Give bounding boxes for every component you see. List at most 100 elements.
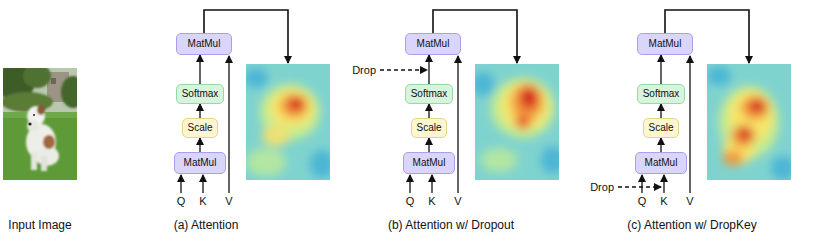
input-photo (3, 92, 53, 112)
box-label: Scale (416, 123, 441, 133)
caption: Input Image (8, 219, 71, 232)
scale-box: Scale (643, 118, 679, 138)
input-photo (61, 76, 77, 108)
input-label: Drop (352, 64, 376, 76)
input-arrow (181, 56, 690, 193)
box-label: MatMul (645, 158, 678, 168)
attention-heatmap (246, 68, 330, 178)
input-label: Q (638, 195, 647, 207)
input-arrow (641, 175, 642, 193)
attention-heatmap (246, 64, 330, 180)
matmul-box: MatMul (174, 152, 226, 174)
attention-heatmap (515, 115, 531, 129)
scale-box: Scale (411, 118, 447, 138)
matmul-box: MatMul (405, 33, 461, 55)
input-photo (51, 78, 56, 84)
input-arrow (431, 175, 432, 193)
box-label: Softmax (643, 89, 680, 99)
input-arrow (663, 175, 664, 193)
drop-arrow (380, 70, 661, 187)
caption: (a) Attention (174, 219, 239, 232)
input-label: K (199, 195, 206, 207)
attention-heatmap (520, 87, 538, 109)
matmul-box: MatMul (176, 33, 232, 55)
input-photo (33, 114, 35, 116)
input-photo (28, 122, 31, 125)
attention-heatmap (310, 150, 330, 178)
attention-heatmap (246, 68, 268, 88)
attention-heatmap (731, 125, 755, 147)
caption: (b) Attention w/ Dropout (388, 219, 514, 232)
attention-heatmap (280, 94, 308, 118)
attention-heatmap (246, 148, 286, 176)
input-photo (31, 152, 37, 170)
softmax-box: Softmax (176, 84, 224, 104)
box-label: Softmax (411, 89, 448, 99)
input-arrow (689, 56, 690, 193)
attention-heatmap (707, 66, 791, 180)
flow-arrow (199, 104, 200, 118)
input-photo (41, 156, 47, 171)
box-label: Softmax (182, 89, 219, 99)
box-label: MatMul (649, 39, 682, 49)
attention-heatmap (707, 64, 791, 180)
box-label: MatMul (188, 39, 221, 49)
matmul-box: MatMul (635, 152, 687, 174)
attention-heatmap (541, 146, 559, 174)
softmax-box: Softmax (637, 84, 685, 104)
input-label: V (454, 195, 461, 207)
box-label: Scale (648, 123, 673, 133)
input-label: V (225, 195, 232, 207)
input-arrow (228, 56, 229, 193)
input-label: Q (177, 195, 186, 207)
drop-arrow (380, 69, 427, 70)
attention-heatmap (481, 148, 517, 172)
input-arrow (202, 175, 203, 193)
attention-heatmap (475, 72, 495, 96)
attention-heatmap (771, 156, 791, 180)
attention-heatmap (288, 97, 304, 111)
flow-arrow (428, 104, 429, 118)
input-label: Q (406, 195, 415, 207)
box-label: Scale (187, 123, 212, 133)
input-photo (43, 135, 55, 149)
input-photo (27, 120, 39, 132)
input-label: K (428, 195, 435, 207)
flow-arrow (660, 55, 661, 84)
attention-heatmap (262, 126, 290, 146)
input-label: Drop (590, 181, 614, 193)
attention-heatmap (475, 72, 559, 174)
input-photo (23, 68, 51, 88)
box-label: MatMul (413, 158, 446, 168)
flow-arrow (428, 55, 429, 84)
attention-heatmap (723, 150, 743, 166)
box-label: MatMul (184, 158, 217, 168)
input-photo (37, 105, 45, 115)
output-arrow (204, 10, 749, 63)
flow-arrow (660, 138, 661, 152)
attention-heatmap (270, 89, 314, 127)
attention-heatmap (475, 64, 559, 180)
caption: (c) Attention w/ DropKey (627, 219, 756, 232)
attention-heatmap (707, 66, 731, 86)
flow-arrow (660, 104, 661, 118)
input-photo (3, 68, 77, 180)
flow-arrow (199, 138, 200, 152)
attention-heatmap (749, 99, 765, 113)
input-label: V (686, 195, 693, 207)
flow-arrow (428, 138, 429, 152)
attention-heatmap (741, 96, 769, 120)
attention-heatmap (511, 84, 543, 120)
attention-heatmap (738, 127, 752, 141)
input-photo (26, 105, 59, 171)
scale-box: Scale (182, 118, 218, 138)
drop-arrow (618, 186, 661, 187)
flow-arrow (199, 55, 200, 84)
softmax-box: Softmax (405, 84, 453, 104)
matmul-box: MatMul (403, 152, 455, 174)
attention-heatmap (501, 82, 549, 130)
input-arrow (457, 56, 458, 193)
input-arrow (409, 175, 410, 193)
